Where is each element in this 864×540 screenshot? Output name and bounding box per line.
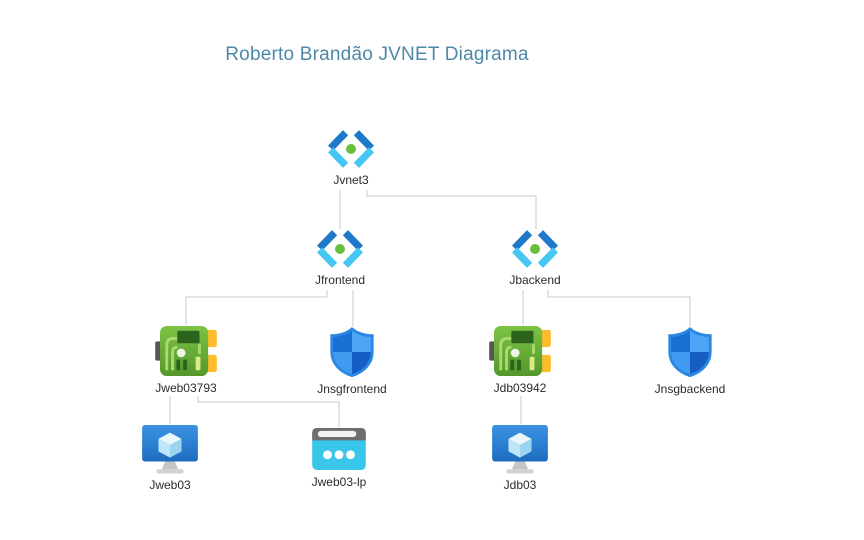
node-label: Jnsgbackend bbox=[654, 382, 726, 396]
node-label: Jbackend bbox=[509, 273, 561, 287]
network-interface-icon bbox=[489, 325, 551, 377]
node-jnsgfrontend[interactable]: Jnsgfrontend bbox=[304, 326, 400, 396]
node-label: Jweb03 bbox=[149, 478, 191, 492]
node-label: Jweb03-lp bbox=[311, 475, 367, 489]
connector-jfrontend-jweb03793 bbox=[185, 290, 328, 325]
network-security-group-icon bbox=[327, 326, 377, 378]
virtual-machine-icon bbox=[491, 424, 549, 474]
network-security-group-icon bbox=[665, 326, 715, 378]
node-label: Jnsgfrontend bbox=[317, 382, 387, 396]
node-jdb03[interactable]: Jdb03 bbox=[472, 424, 568, 492]
node-label: Jfrontend bbox=[314, 273, 366, 287]
node-label: Jvnet3 bbox=[333, 173, 369, 187]
public-ip-icon bbox=[311, 427, 367, 471]
diagram-title: Roberto Brandão JVNET Diagrama bbox=[225, 44, 529, 65]
virtual-machine-icon bbox=[141, 424, 199, 474]
connector-jvnet3-jbackend bbox=[366, 190, 537, 229]
node-jweb03[interactable]: Jweb03 bbox=[122, 424, 218, 492]
connector-jweb03793-jweb03-lp bbox=[197, 396, 340, 427]
node-jfrontend[interactable]: Jfrontend bbox=[292, 229, 388, 287]
node-jbackend[interactable]: Jbackend bbox=[487, 229, 583, 287]
node-label: Jweb03793 bbox=[155, 381, 217, 395]
network-interface-icon bbox=[155, 325, 217, 377]
node-jnsgbackend[interactable]: Jnsgbackend bbox=[642, 326, 738, 396]
node-jweb03793[interactable]: Jweb03793 bbox=[138, 325, 234, 395]
node-label: Jdb03942 bbox=[493, 381, 547, 395]
subnet-icon bbox=[311, 229, 369, 269]
node-label: Jdb03 bbox=[503, 478, 537, 492]
connector-jbackend-jnsgbackend bbox=[547, 290, 691, 326]
node-jdb03942[interactable]: Jdb03942 bbox=[472, 325, 568, 395]
virtual-network-icon bbox=[322, 129, 380, 169]
node-jweb03-lp[interactable]: Jweb03-lp bbox=[291, 427, 387, 489]
node-jvnet3[interactable]: Jvnet3 bbox=[303, 129, 399, 187]
subnet-icon bbox=[506, 229, 564, 269]
